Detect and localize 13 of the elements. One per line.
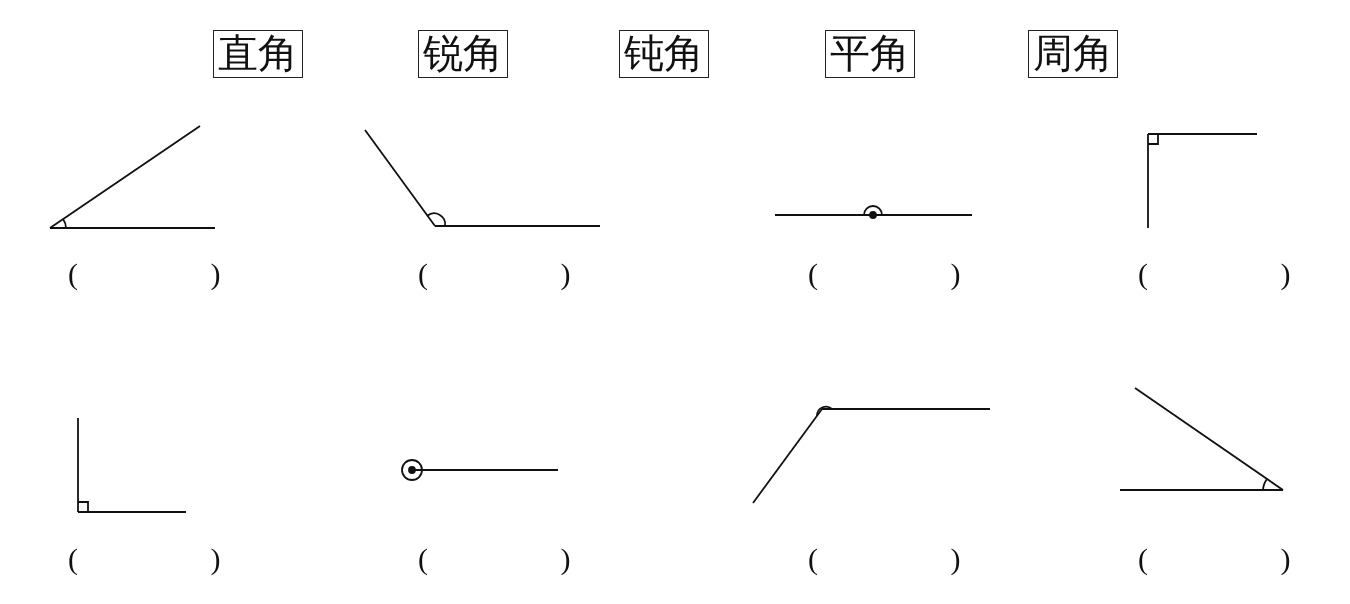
- answer-parentheses: ( ): [808, 256, 961, 292]
- angle-type-label: 周角: [1028, 30, 1118, 78]
- angle-type-label: 锐角: [418, 30, 508, 78]
- answer-parentheses: ( ): [808, 541, 961, 577]
- answer-parentheses: ( ): [1138, 256, 1291, 292]
- angle-type-label: 钝角: [619, 30, 709, 78]
- answer-parentheses: ( ): [418, 256, 571, 292]
- answer-parentheses: ( ): [68, 256, 221, 292]
- angle-type-label: 直角: [213, 30, 303, 78]
- answer-parentheses: ( ): [1138, 541, 1291, 577]
- angle-type-label: 平角: [825, 30, 915, 78]
- answer-parentheses: ( ): [418, 541, 571, 577]
- answer-parentheses: ( ): [68, 541, 221, 577]
